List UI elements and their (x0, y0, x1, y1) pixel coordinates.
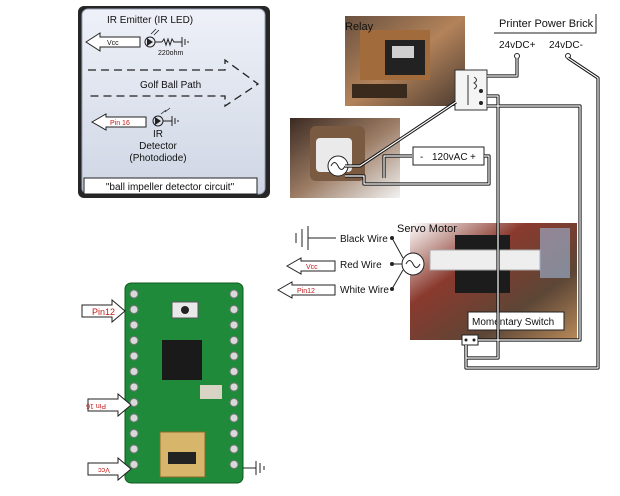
board-vcc-label: Vcc (98, 466, 110, 473)
board-pin (229, 289, 239, 299)
momentary-switch-label: Momentary Switch (472, 317, 554, 328)
white-wire-label: White Wire (340, 285, 389, 296)
board-pin16-arrow-icon (87, 392, 132, 418)
power-brick-title: Printer Power Brick (499, 18, 594, 30)
detector-line2: Detector (139, 141, 177, 152)
board-pin (129, 289, 139, 299)
servo-title: Servo Motor (397, 223, 457, 235)
board-pin (129, 382, 139, 392)
momentary-switch-icon (461, 334, 479, 346)
ir-detector-inset: IR Emitter (IR LED) Vcc 220ohm Golf Ball… (78, 6, 270, 198)
switch-label-box (467, 311, 565, 331)
board-pin (129, 336, 139, 345)
vcc-arrow-icon (85, 32, 141, 52)
resistor-icon (161, 37, 182, 47)
golf-ball-path-arrow-icon (88, 58, 260, 108)
servo-vcc-arrow-icon (285, 257, 336, 275)
board-pin (129, 305, 139, 314)
board-pin (229, 382, 239, 392)
board-pin (129, 429, 139, 438)
board-pin (229, 398, 239, 407)
board-pin12-arrow-icon (81, 298, 126, 324)
power-minus-label: 24vDC- (549, 40, 583, 51)
board-pin (229, 305, 239, 314)
power-plus-label: 24vDC+ (499, 40, 536, 51)
resistor-label: 220ohm (158, 50, 183, 57)
red-wire-label: Red Wire (340, 260, 382, 271)
board-pin (129, 398, 139, 407)
power-brick-bracket (494, 14, 597, 34)
board-pin (229, 367, 239, 376)
microcontroller-board (124, 282, 244, 484)
servo-ground-icon (295, 226, 309, 250)
detector-line3: (Photodiode) (129, 153, 186, 164)
ir-led-icon (144, 28, 162, 48)
servo-vcc-label: Vcc (306, 264, 318, 271)
board-pin (229, 429, 239, 438)
relay-wires (345, 56, 600, 370)
golf-ball-path-label: Golf Ball Path (140, 80, 201, 91)
board-pin (129, 320, 139, 330)
servo-pin12-arrow-icon (276, 281, 336, 299)
board-pin (129, 444, 139, 454)
servo-source-icon (401, 252, 425, 276)
inset-caption: "ball impeller detector circuit" (106, 182, 235, 193)
servo-pin12-label: Pin12 (297, 288, 315, 295)
black-wire-label: Black Wire (340, 234, 388, 245)
board-pin (129, 413, 139, 423)
board-pin (229, 413, 239, 423)
board-pin (229, 351, 239, 361)
board-pin (129, 351, 139, 361)
board-pin (229, 460, 239, 469)
ac-voltage-label: 120vAC (432, 152, 468, 163)
board-pin (229, 320, 239, 330)
photodiode-icon (152, 107, 179, 127)
caption-box (83, 177, 258, 195)
board-pin-row-right (229, 289, 239, 469)
relay-photo (345, 16, 465, 106)
board-pin12-label: Pin12 (92, 307, 115, 317)
board-ground-icon (255, 461, 265, 475)
power-plus-terminal (514, 53, 520, 59)
board-vcc-arrow-icon (87, 456, 132, 482)
board-pin (129, 460, 139, 469)
inset-pin16-label: Pin 16 (110, 120, 130, 127)
ac-plus-label: + (470, 152, 476, 163)
ir-emitter-label: IR Emitter (IR LED) (107, 15, 193, 26)
relay-label: Relay (345, 21, 374, 33)
ground-icon (181, 37, 189, 47)
pin16-arrow-icon (90, 113, 147, 131)
ac-minus-label: - (420, 152, 423, 163)
board-pin (129, 367, 139, 376)
board-pin (229, 444, 239, 454)
board-pin-row-left (129, 289, 139, 469)
relay-contacts (454, 69, 488, 111)
servo-leads (391, 237, 404, 290)
board-pin16-label: Pin 16 (86, 402, 106, 409)
detector-line1: IR (153, 129, 163, 140)
inset-vcc-label: Vcc (107, 40, 119, 47)
board-pin (229, 336, 239, 345)
